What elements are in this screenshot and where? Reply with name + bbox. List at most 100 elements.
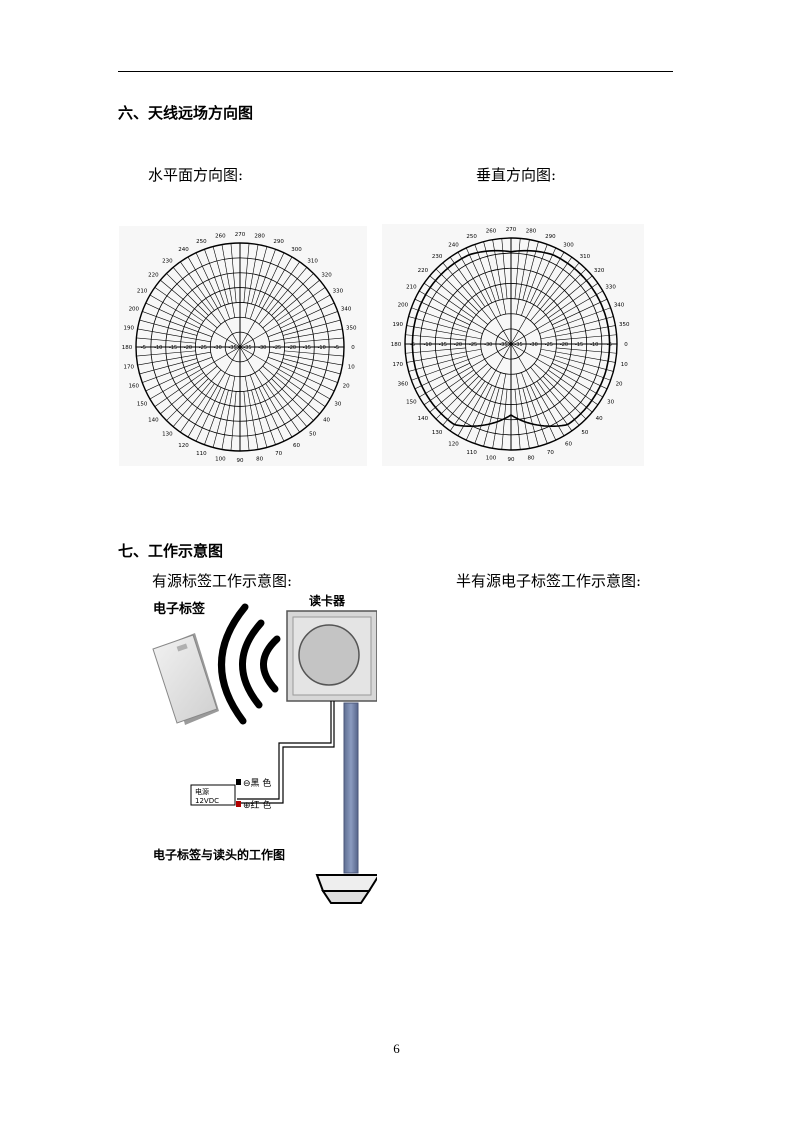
angle-label: 0 <box>624 342 628 348</box>
angle-label: 340 <box>614 303 625 309</box>
angle-label: 160 <box>129 384 140 390</box>
angle-label: 230 <box>162 258 173 264</box>
db-ring-label: -5 <box>141 345 146 351</box>
db-ring-label: -25 <box>545 342 553 348</box>
db-ring-label: -25 <box>469 342 477 348</box>
angle-label: 180 <box>391 342 402 348</box>
angle-label: 240 <box>448 242 459 248</box>
angle-label: 70 <box>275 451 282 457</box>
angle-label: 150 <box>406 400 417 406</box>
db-ring-label: -15 <box>439 342 447 348</box>
angle-label: 290 <box>273 239 284 245</box>
db-ring-label: -35 <box>228 345 236 351</box>
angle-label: 190 <box>392 322 403 328</box>
angle-label: 300 <box>563 242 574 248</box>
angle-label: 290 <box>545 234 556 240</box>
polar-grid <box>404 237 618 451</box>
angle-label: 200 <box>398 303 409 309</box>
radio-waves-icon <box>218 603 281 725</box>
header-rule <box>118 71 673 72</box>
angle-label: 260 <box>215 234 226 240</box>
angle-label: 120 <box>448 442 459 448</box>
power-connector: 电源 12VDC <box>190 779 241 807</box>
db-ring-label: -35 <box>514 342 522 348</box>
angle-label: 340 <box>341 306 352 312</box>
power-label-1: 电源 <box>195 787 209 796</box>
semi-active-tag-caption: 半有源电子标签工作示意图: <box>456 572 642 590</box>
angle-label: 50 <box>309 432 316 438</box>
angle-label: 140 <box>148 418 159 424</box>
card-reader <box>286 610 377 702</box>
working-diagram: 电子标签 读卡器 电源 12VDC ⊖黑 色 ⊕红 色 电子标签与读头的工作图 <box>147 593 377 907</box>
angle-label: 10 <box>348 365 355 371</box>
power-cable <box>237 701 335 804</box>
angle-label: 310 <box>307 258 318 264</box>
horizontal-pattern-caption: 水平面方向图: <box>148 166 244 184</box>
angle-label: 140 <box>418 416 429 422</box>
db-ring-label: -25 <box>199 345 207 351</box>
db-ring-label: -10 <box>318 345 326 351</box>
angle-label: 40 <box>596 416 603 422</box>
power-label-2: 12VDC <box>195 797 219 805</box>
angle-label: 260 <box>486 229 497 235</box>
angle-label: 190 <box>123 325 134 331</box>
radiation-pattern-curve <box>411 249 611 427</box>
db-ring-label: -20 <box>288 345 296 351</box>
angle-label: 110 <box>466 450 477 456</box>
angle-label: 250 <box>196 239 207 245</box>
db-ring-label: -15 <box>303 345 311 351</box>
db-ring-label: -20 <box>454 342 462 348</box>
db-ring-label: -20 <box>560 342 568 348</box>
angle-label: 130 <box>432 430 443 436</box>
angle-label: 40 <box>323 418 330 424</box>
page-number: 6 <box>393 1041 400 1056</box>
angle-label: 270 <box>506 227 517 233</box>
angle-label: 0 <box>351 345 355 351</box>
angle-label: 50 <box>581 430 588 436</box>
angle-label: 60 <box>293 443 300 449</box>
angle-label: 270 <box>235 232 246 238</box>
angle-label: 200 <box>129 306 140 312</box>
angle-label: 130 <box>162 432 173 438</box>
angle-label: 280 <box>526 229 537 235</box>
angle-label: 80 <box>256 456 263 462</box>
angle-label: 110 <box>196 451 207 457</box>
angle-label: 60 <box>565 442 572 448</box>
vertical-pattern-caption: 垂直方向图: <box>476 166 557 184</box>
angle-label: 170 <box>392 362 403 368</box>
db-ring-label: -30 <box>530 342 538 348</box>
angle-label: 300 <box>291 247 302 253</box>
section-6-title: 六、天线远场方向图 <box>118 104 254 122</box>
mounting-pole <box>315 702 377 904</box>
angle-label: 90 <box>508 457 515 463</box>
vertical-radiation-pattern: -5-5-10-10-15-15-20-20-25-25-30-30-35-35… <box>382 224 644 466</box>
reader-label: 读卡器 <box>309 593 346 608</box>
db-ring-label: -20 <box>184 345 192 351</box>
db-ring-label: -25 <box>273 345 281 351</box>
angle-label: 230 <box>432 254 443 260</box>
diagram-caption: 电子标签与读头的工作图 <box>153 847 285 862</box>
db-ring-label: -35 <box>243 345 251 351</box>
angle-label: 220 <box>148 272 159 278</box>
db-ring-label: -10 <box>154 345 162 351</box>
active-tag-caption: 有源标签工作示意图: <box>152 572 293 590</box>
angle-label: 360 <box>398 381 409 387</box>
angle-label: 20 <box>343 384 350 390</box>
angle-label: 280 <box>254 234 265 240</box>
angle-label: 320 <box>594 268 605 274</box>
db-ring-label: -30 <box>258 345 266 351</box>
horizontal-radiation-pattern: -5-5-10-10-15-15-20-20-25-25-30-30-35-35… <box>119 226 367 466</box>
angle-label: 320 <box>321 272 332 278</box>
db-ring-label: -35 <box>499 342 507 348</box>
angle-label: 350 <box>619 322 630 328</box>
angle-label: 70 <box>547 450 554 456</box>
db-ring-label: -15 <box>575 342 583 348</box>
db-ring-label: -30 <box>214 345 222 351</box>
angle-label: 100 <box>486 455 497 461</box>
section-7-title: 七、工作示意图 <box>118 542 224 560</box>
angle-label: 250 <box>466 234 477 240</box>
db-ring-label: -30 <box>484 342 492 348</box>
angle-label: 210 <box>137 289 148 295</box>
angle-label: 100 <box>215 456 226 462</box>
angle-label: 20 <box>616 381 623 387</box>
